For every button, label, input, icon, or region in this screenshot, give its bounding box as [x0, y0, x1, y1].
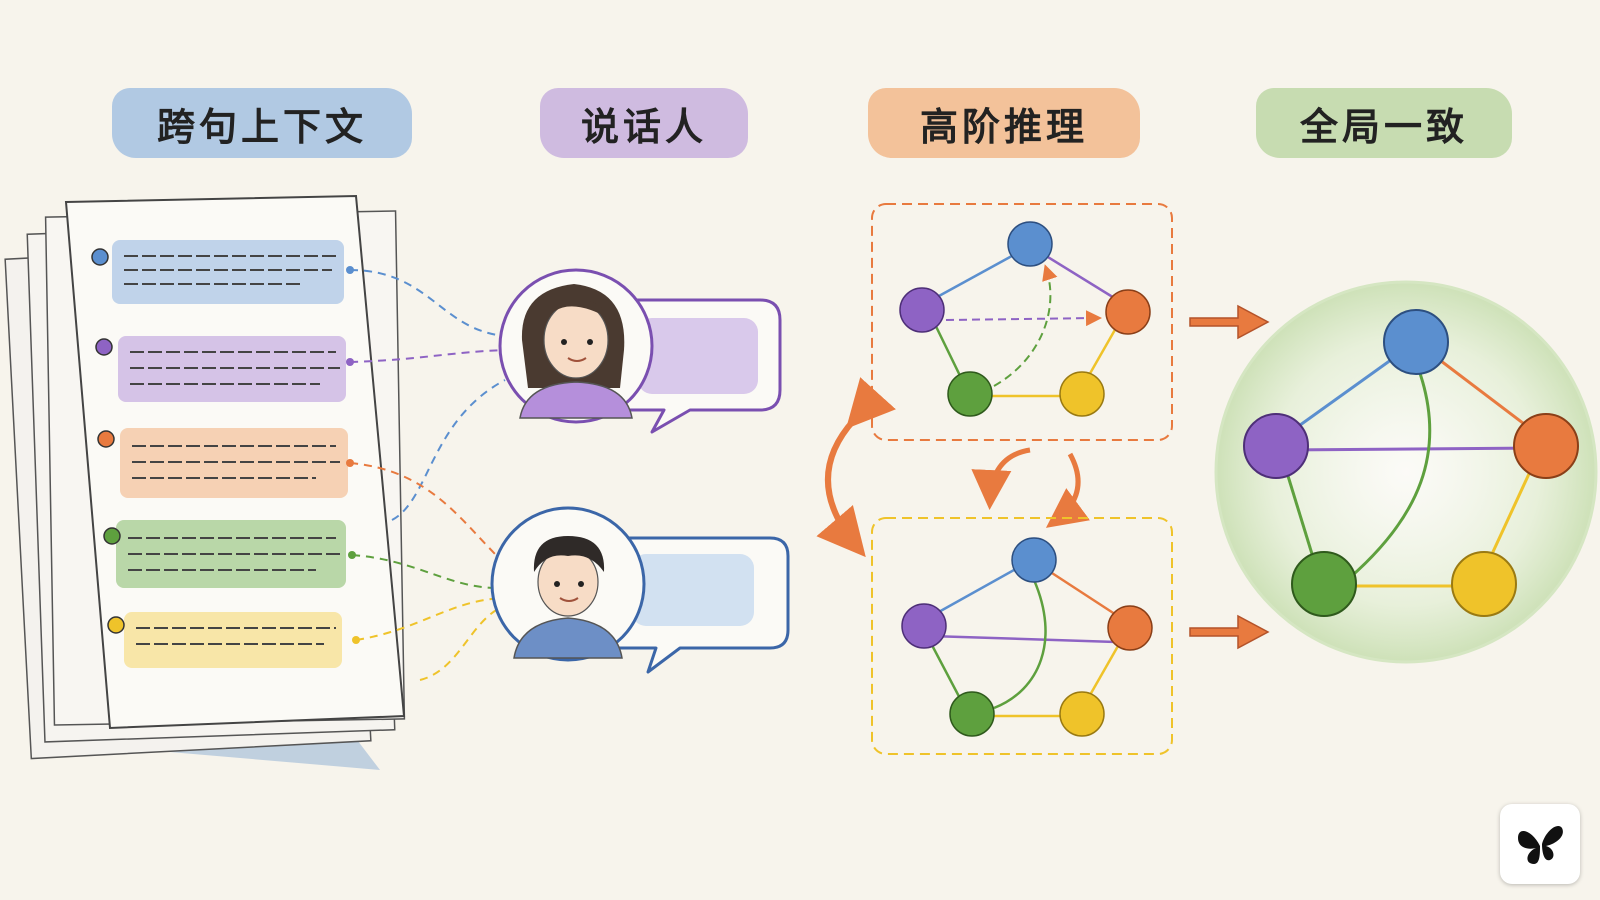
text-block-yellow [107, 612, 342, 668]
speech-bubble-male [632, 554, 754, 626]
text-block-green [103, 520, 346, 588]
butterfly-icon [1518, 825, 1563, 864]
speaker-female [498, 268, 782, 434]
butterfly-logo [1500, 804, 1580, 884]
global-consistency-graph [1214, 280, 1598, 664]
text-block-blue [91, 240, 344, 304]
text-block-purple [95, 336, 346, 402]
female-speaker-avatar [519, 284, 633, 419]
text-block-orange [97, 428, 348, 498]
speech-bubble-female [638, 318, 758, 394]
reasoning-graph-bottom [871, 517, 1173, 755]
label-speaker: 说话人 [540, 88, 748, 158]
male-speaker-avatar [513, 536, 623, 659]
document-stack-icon [4, 194, 406, 770]
reasoning-cycle-arrows [816, 377, 1091, 558]
label-higher-order-reasoning: 高阶推理 [868, 88, 1140, 158]
label-global-consistency: 全局一致 [1256, 88, 1512, 158]
arrows-to-global [1189, 304, 1270, 650]
label-cross-sentence-context: 跨句上下文 [112, 88, 412, 158]
speaker-male [490, 506, 790, 674]
reasoning-graph-top [871, 203, 1173, 441]
